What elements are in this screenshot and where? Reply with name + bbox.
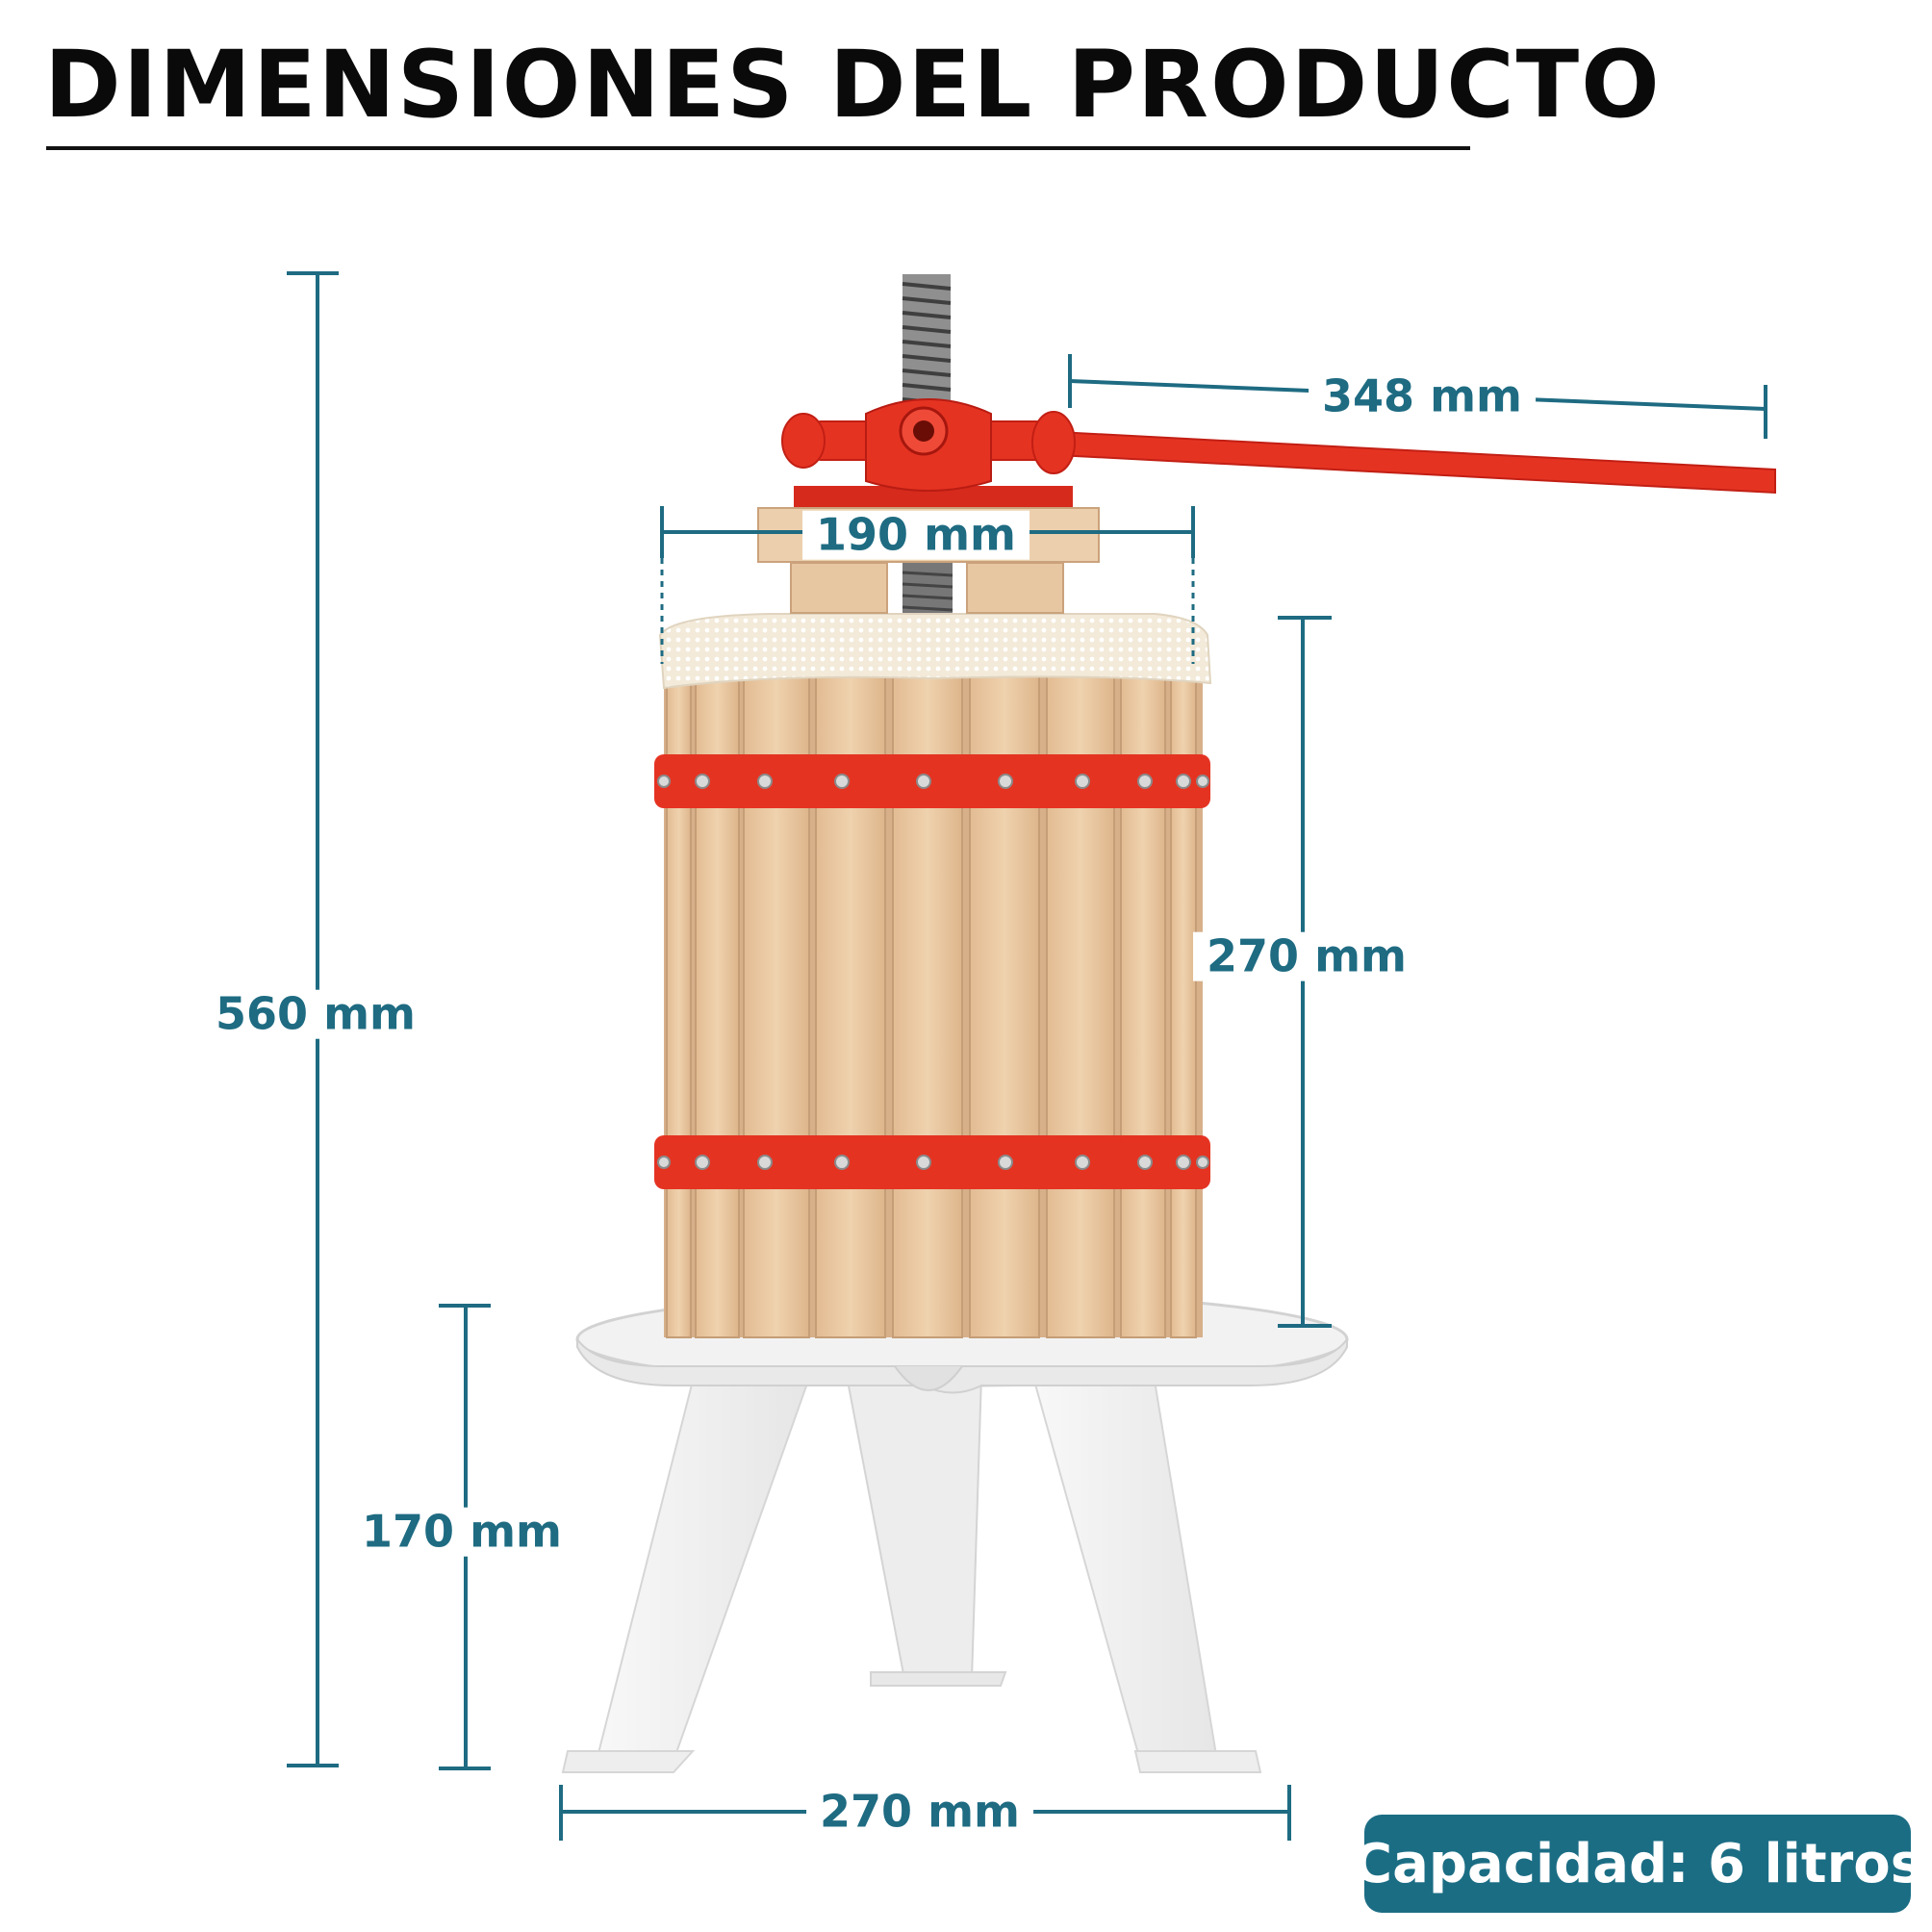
top-width-label: 190 mm (802, 511, 1030, 560)
basket-height-label: 270 mm (1193, 932, 1420, 981)
handle-length-label: 348 mm (1309, 372, 1536, 421)
page-title: DIMENSIONES DEL PRODUCTO (44, 31, 1662, 139)
stand-legs (561, 1375, 1262, 1773)
mesh-bag (658, 613, 1212, 690)
stand-height-label: 170 mm (348, 1508, 575, 1557)
base-width-label: 270 mm (806, 1788, 1033, 1837)
threaded-screw (902, 274, 952, 419)
red-handle (781, 398, 1776, 507)
red-bands (654, 754, 1210, 1189)
title-underline (46, 146, 1470, 150)
capacity-badge: Capacidad: 6 litros (1353, 1815, 1922, 1913)
total-height-label: 560 mm (202, 990, 429, 1039)
